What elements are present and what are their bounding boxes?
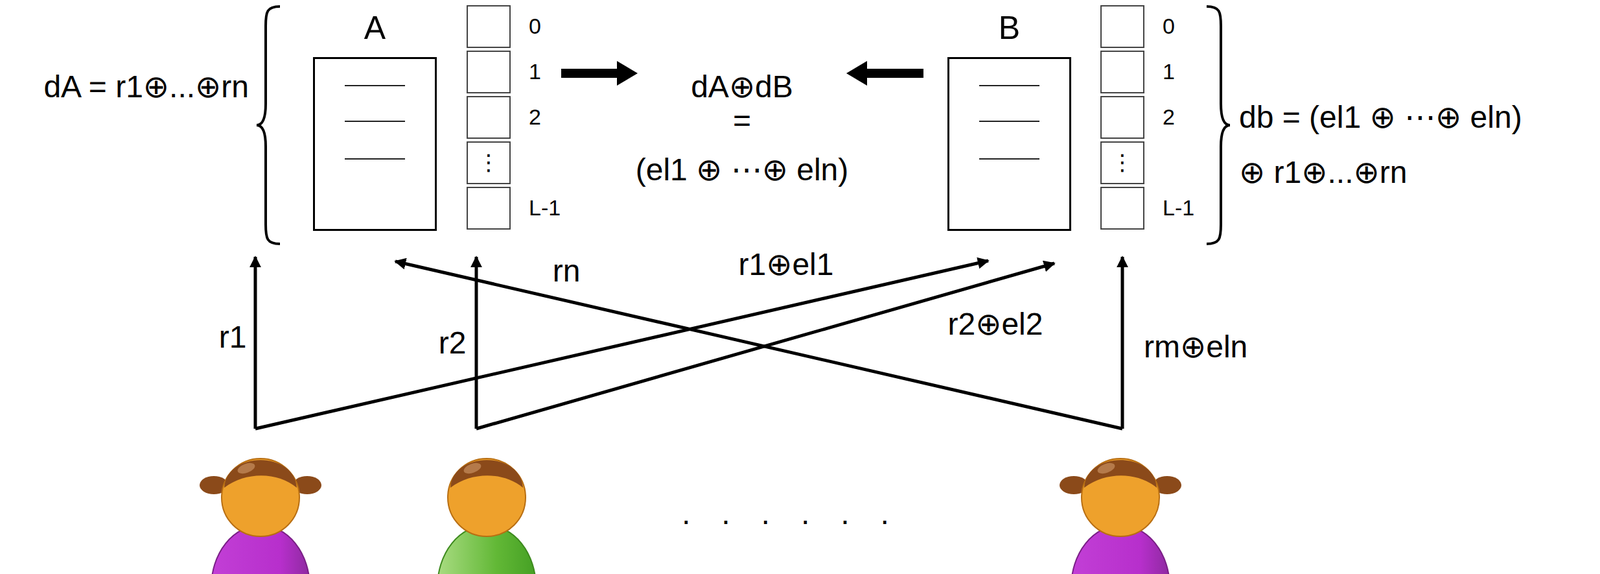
thick-arrow-head [846, 60, 868, 86]
text-line-mark [979, 158, 1040, 160]
formula-label: = [732, 102, 752, 139]
text-line-mark [979, 84, 1040, 87]
person-hair [450, 459, 523, 488]
person-hair [224, 459, 297, 488]
share-line [255, 260, 989, 429]
share-label: r1 [217, 318, 249, 355]
index-label: 1 [528, 58, 542, 85]
curly-brace [1206, 6, 1230, 244]
index-label: L-1 [528, 195, 561, 221]
index-label: L-1 [1162, 195, 1195, 221]
text-line-mark [344, 120, 406, 122]
document-box: A [313, 57, 437, 231]
formula-label: ⊕ r1⊕...⊕rn [1239, 154, 1407, 190]
share-label: rm⊕eln [1141, 328, 1250, 365]
array-cell [466, 5, 511, 48]
person-icon [437, 458, 536, 574]
share-label: rn [550, 252, 583, 289]
share-line [475, 256, 479, 429]
share-label: r1⊕el1 [736, 246, 836, 282]
formula-label: dA⊕dB [690, 68, 794, 105]
array-cell [1100, 186, 1145, 230]
array-cell [466, 186, 511, 230]
thick-arrow-shaft [865, 68, 924, 78]
document-box: B [947, 57, 1072, 231]
array-cell [466, 50, 511, 94]
text-line-mark [344, 84, 406, 87]
share-line [254, 256, 258, 429]
share-line [395, 261, 1123, 429]
formula-label: dA = r1⊕...⊕rn [43, 68, 249, 105]
array-cell [1100, 50, 1145, 94]
thick-arrow-head [616, 60, 638, 86]
share-label: r2 [436, 324, 469, 361]
array-column: 012⋮L-1 [466, 5, 511, 230]
person-head [221, 458, 300, 536]
hair-highlight [235, 460, 256, 476]
array-cell [1100, 95, 1145, 139]
person-head [1081, 458, 1160, 536]
index-label: 2 [1162, 104, 1175, 130]
node-heading: B [998, 9, 1021, 48]
ellipsis-dots: · · · · · · [681, 502, 901, 538]
index-label: ⋮ [477, 149, 500, 175]
thick-arrow-shaft [561, 68, 619, 78]
array-cell [466, 95, 511, 139]
person-icon [199, 458, 322, 574]
index-label: 2 [528, 104, 542, 130]
index-label: 1 [1162, 58, 1175, 85]
array-cell [1100, 5, 1145, 48]
formula-label: db = (el1 ⊕ ⋯⊕ eln) [1239, 99, 1523, 135]
person-hair [1084, 459, 1157, 488]
share-line [1121, 256, 1125, 429]
share-label: r2⊕el2 [946, 305, 1046, 342]
index-label: 0 [1162, 13, 1175, 39]
index-label: ⋮ [1111, 149, 1134, 175]
text-line-mark [979, 120, 1040, 122]
index-label: 0 [528, 13, 542, 39]
person-head [447, 458, 526, 536]
hair-highlight [462, 460, 483, 476]
array-column: 012⋮L-1 [1100, 5, 1145, 230]
curly-brace [256, 6, 280, 244]
hair-highlight [1095, 460, 1116, 476]
text-line-mark [344, 158, 406, 160]
node-heading: A [364, 9, 386, 48]
formula-label: (el1 ⊕ ⋯⊕ eln) [635, 151, 849, 188]
person-icon [1059, 458, 1182, 574]
